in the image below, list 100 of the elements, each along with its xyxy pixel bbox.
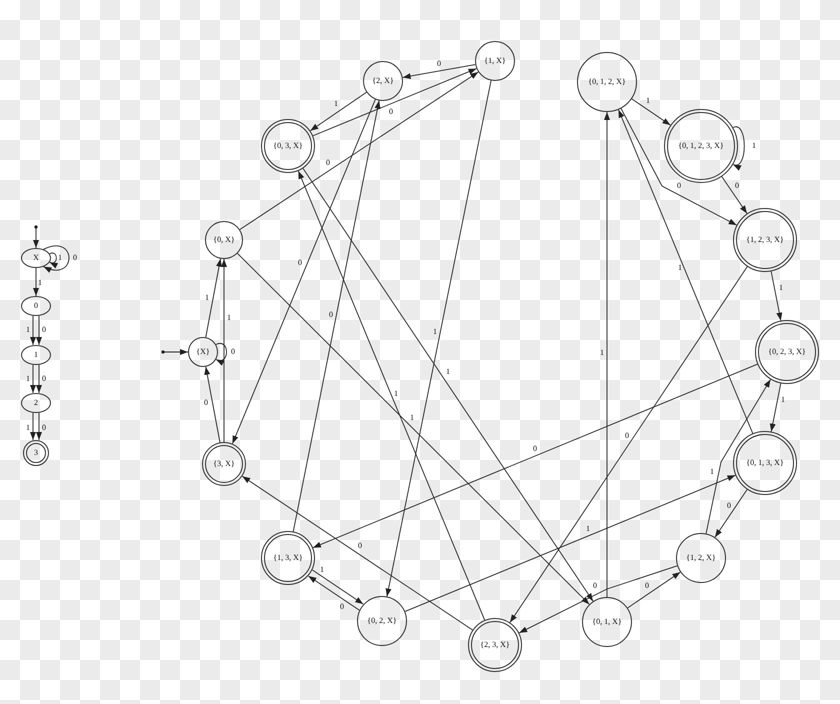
arrow	[237, 252, 590, 605]
arrow	[604, 112, 610, 598]
edge-label: 1	[781, 396, 785, 404]
edge-label: 0	[42, 326, 46, 334]
arrow	[204, 366, 220, 443]
edge-label: 1	[410, 414, 414, 422]
arrow	[36, 316, 42, 346]
state-label: 0	[34, 302, 38, 310]
edge-label: 0	[625, 432, 629, 440]
self-loop-arrow	[49, 252, 58, 268]
edge-label: 1	[26, 424, 30, 432]
accepting-state-circle	[468, 618, 522, 672]
state-label: 1	[34, 351, 38, 359]
start-arrow	[33, 225, 39, 248]
edge-label: 0	[358, 542, 362, 550]
state-circle	[475, 41, 515, 81]
edge-label: 1	[26, 326, 30, 334]
state-ellipse	[21, 248, 51, 268]
edge-label: 0	[533, 445, 537, 453]
start-arrow	[161, 349, 188, 355]
edge-label: 1	[433, 328, 437, 336]
edge-label: 0	[42, 424, 46, 432]
arrow	[36, 412, 42, 440]
state-label: {0, 1, 3, X}	[746, 459, 784, 467]
state-circle	[357, 596, 407, 646]
state-label: {1, X}	[484, 57, 506, 65]
state-circle	[676, 533, 726, 583]
edge-label: 1	[334, 100, 338, 108]
arrow	[239, 72, 479, 230]
arrow	[510, 266, 748, 623]
accepting-state-circle	[23, 440, 49, 466]
arrow	[518, 565, 678, 634]
arrow	[302, 168, 594, 602]
arrow	[770, 382, 782, 432]
state-label: X	[33, 254, 39, 262]
state-label: {1, 2, 3, X}	[746, 236, 784, 244]
arrow	[386, 80, 492, 597]
edge-label: 1	[227, 314, 231, 322]
arrow	[242, 476, 473, 630]
arrow	[310, 92, 367, 132]
edge-label: 1	[752, 142, 756, 150]
arrow	[627, 572, 681, 608]
state-label: {3, X}	[213, 460, 235, 468]
state-label: {0, 1, 2, X}	[588, 78, 626, 86]
state-label: {0, X}	[213, 236, 235, 244]
edge-label: 0	[340, 603, 344, 611]
edge-label: 0	[42, 375, 46, 383]
arrow	[721, 176, 748, 214]
arrow	[620, 108, 738, 226]
state-label: {0, 1, X}	[592, 618, 622, 626]
edge-label: 1	[394, 390, 398, 398]
arrow	[30, 364, 36, 394]
state-circle	[205, 221, 243, 259]
edge-label: 0	[735, 182, 739, 190]
self-loop-arrow	[732, 126, 745, 170]
arrow	[404, 474, 736, 612]
arrow	[232, 99, 376, 444]
edge-label: 1	[600, 349, 604, 357]
edge-label: 1	[320, 566, 324, 574]
arrow	[312, 68, 477, 136]
accepting-state-circle	[755, 320, 819, 384]
state-label: {2, 3, X}	[480, 641, 510, 649]
edge-label: 1	[646, 97, 650, 105]
arrow	[706, 379, 771, 534]
state-circle	[582, 597, 632, 647]
edge-label: 1	[38, 279, 42, 287]
edge-label: 0	[329, 311, 333, 319]
state-label: {0, 1, 2, 3, X}	[678, 142, 724, 150]
accepting-state-circle	[261, 119, 315, 173]
arrow	[312, 570, 364, 605]
accepting-state-circle	[202, 442, 246, 486]
arrow	[292, 100, 380, 532]
accepting-state-circle	[733, 431, 797, 495]
self-loop-arrow	[43, 245, 70, 272]
edge-label: 1	[710, 468, 714, 476]
edge-label: 0	[204, 399, 208, 407]
accepting-state-circle	[261, 531, 315, 585]
arrow	[30, 412, 36, 440]
state-label: 3	[34, 449, 38, 457]
state-circle	[363, 61, 403, 101]
arrow	[205, 258, 222, 338]
edge-label: 1	[58, 254, 62, 262]
edge-label: 0	[326, 159, 330, 167]
state-ellipse	[21, 393, 51, 413]
state-label: 2	[34, 399, 38, 407]
arrow	[36, 364, 42, 394]
state-label: {0, 3, X}	[273, 142, 303, 150]
edge-label: 0	[437, 60, 441, 68]
state-ellipse	[21, 345, 51, 365]
edge-label: 0	[677, 182, 681, 190]
edge-label: 1	[26, 375, 30, 383]
edge-label: 1	[779, 284, 783, 292]
state-label: {X}	[196, 348, 210, 356]
edge-label: 1	[446, 368, 450, 376]
edge-label: 0	[593, 582, 597, 590]
arrow	[33, 268, 39, 296]
arrow	[631, 98, 671, 126]
state-label: {2, X}	[372, 77, 394, 85]
edge-label: 0	[231, 348, 235, 356]
arrow	[221, 258, 227, 442]
